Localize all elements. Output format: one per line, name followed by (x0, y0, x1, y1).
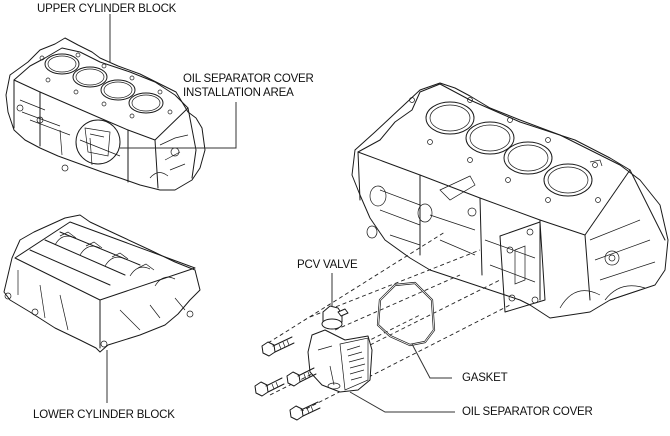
leader-line-oil-separator-cover (349, 391, 455, 413)
leader-line-installation-area (120, 102, 237, 149)
bolt-3 (286, 367, 317, 387)
label-gasket: GASKET (462, 372, 508, 384)
cylinder-block-detail (351, 82, 669, 319)
label-oil-separator-area-line2: INSTALLATION AREA (183, 87, 294, 99)
bolt-4 (289, 401, 321, 421)
bolt-1 (261, 336, 295, 357)
label-pcv-valve: PCV VALVE (297, 259, 358, 271)
leader-line-gasket (411, 343, 452, 379)
lower-cylinder-block (3, 214, 201, 353)
label-oil-separator-area-line1: OIL SEPARATOR COVER (183, 73, 314, 85)
upper-cylinder-block (5, 37, 206, 191)
oil-separator-cover (307, 329, 373, 393)
label-lower-cylinder-block: LOWER CYLINDER BLOCK (33, 409, 175, 421)
pcv-valve (321, 305, 349, 330)
label-oil-separator-cover: OIL SEPARATOR COVER (462, 406, 593, 418)
bolt-2 (254, 377, 285, 397)
label-upper-cylinder-block: UPPER CYLINDER BLOCK (37, 3, 177, 15)
gasket (376, 281, 436, 347)
